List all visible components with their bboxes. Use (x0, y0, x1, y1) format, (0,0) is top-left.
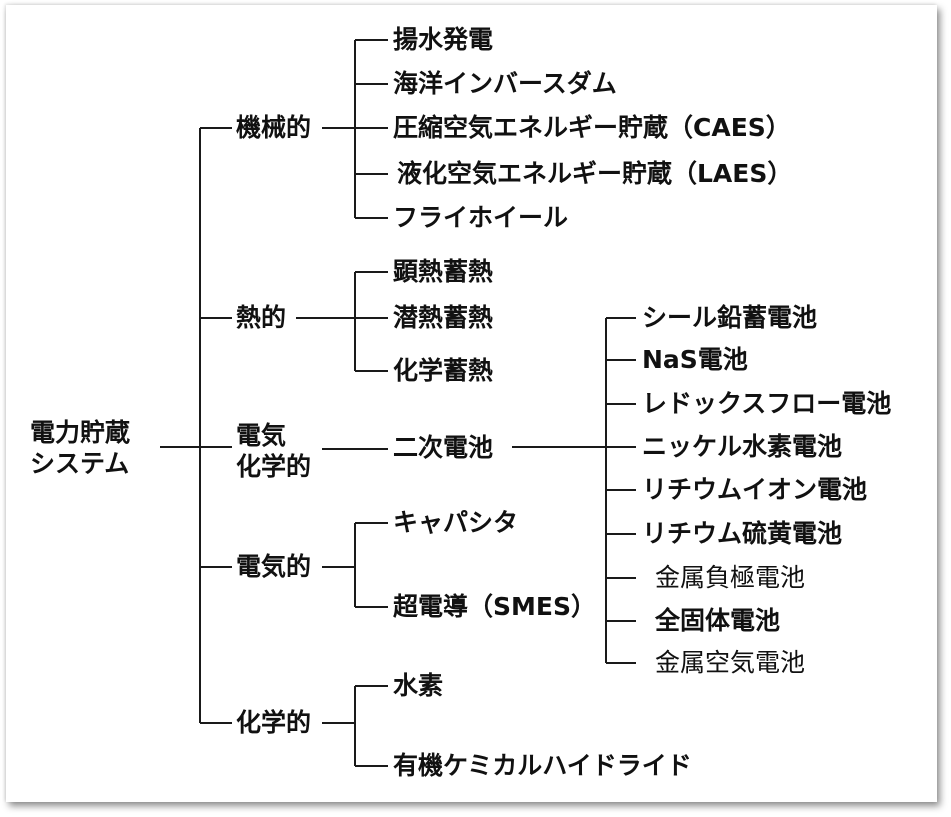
item-laes: 液化空気エネルギー貯蔵（LAES） (397, 159, 793, 188)
item-organic-chemical-hydride: 有機ケミカルハイドライド (393, 751, 692, 780)
battery-nickel-hydrogen: ニッケル水素電池 (642, 432, 843, 461)
battery-metal-anode: 金属負極電池 (655, 563, 806, 592)
item-hydrogen: 水素 (393, 671, 444, 700)
battery-nas: NaS電池 (642, 345, 748, 374)
item-flywheel: フライホイール (393, 203, 569, 232)
category-electrochemical-line1: 電気 (236, 421, 287, 450)
battery-all-solid-state: 全固体電池 (655, 606, 781, 635)
battery-sealed-lead: シール鉛蓄電池 (642, 303, 818, 332)
root-label-line2: システム (30, 449, 130, 478)
category-chemical: 化学的 (236, 708, 312, 737)
category-electrochemical-line2: 化学的 (236, 452, 312, 481)
item-smes: 超電導（SMES） (393, 592, 596, 621)
category-mechanical: 機械的 (236, 113, 312, 142)
battery-lithium-ion: リチウムイオン電池 (642, 475, 868, 504)
root-label-line1: 電力貯蔵 (30, 418, 131, 447)
item-latent-heat: 潜熱蓄熱 (393, 303, 494, 332)
battery-lithium-sulfur: リチウム硫黄電池 (642, 519, 843, 548)
category-electrical: 電気的 (236, 552, 312, 581)
category-electrochemical: 電気 化学的 (236, 420, 311, 482)
item-secondary-battery: 二次電池 (393, 433, 494, 462)
battery-redox-flow: レドックスフロー電池 (642, 389, 892, 418)
item-pumped-hydro: 揚水発電 (393, 25, 494, 54)
item-chemical-heat: 化学蓄熱 (393, 356, 494, 385)
item-capacitor: キャパシタ (393, 508, 519, 537)
root-label: 電力貯蔵 システム (30, 417, 130, 479)
item-sensible-heat: 顕熱蓄熱 (393, 257, 494, 286)
item-ocean-inverse-dam: 海洋インバースダム (393, 69, 617, 98)
item-caes: 圧縮空気エネルギー貯蔵（CAES） (393, 113, 791, 142)
category-thermal: 熱的 (236, 303, 287, 332)
diagram-card (6, 5, 937, 802)
battery-metal-air: 金属空気電池 (655, 648, 806, 677)
